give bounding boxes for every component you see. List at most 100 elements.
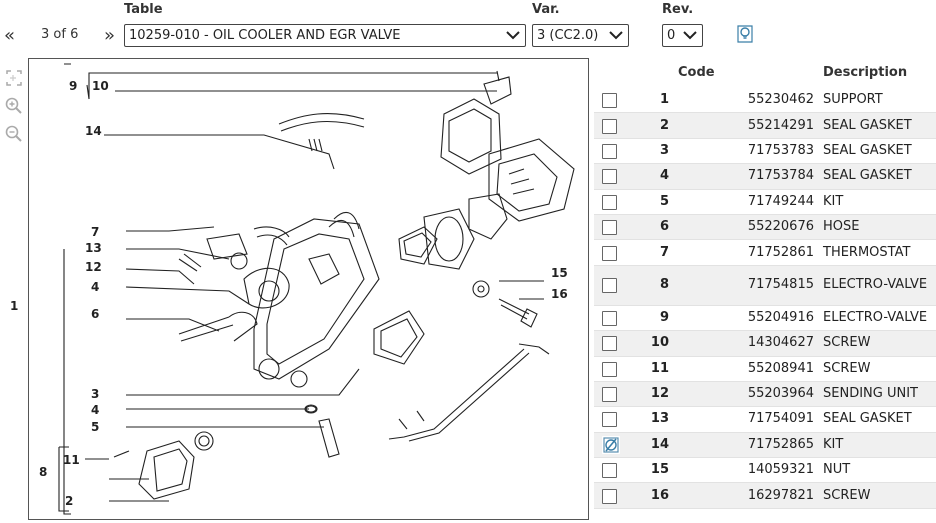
table-row[interactable]: 5 71749244 KIT [594, 190, 936, 215]
first-page-button[interactable]: « [4, 25, 16, 46]
part-number: 2 [659, 117, 669, 133]
part-description: SENDING UNIT [823, 386, 918, 402]
part-description: NUT [823, 462, 851, 478]
page-position: 3 of 6 [41, 27, 79, 42]
callout-2[interactable]: 2 [65, 494, 74, 508]
part-number: 9 [659, 309, 669, 325]
callout-15[interactable]: 15 [551, 266, 568, 280]
row-checkbox[interactable] [602, 412, 617, 428]
parts-table-header: Code Description [594, 62, 936, 88]
row-checkbox[interactable] [602, 488, 617, 504]
zoom-in-icon[interactable] [4, 96, 24, 116]
row-checkbox[interactable] [602, 361, 617, 377]
callout-3[interactable]: 3 [91, 387, 100, 401]
callout-4-bottom[interactable]: 4 [91, 403, 100, 417]
table-row[interactable]: 2 55214291 SEAL GASKET [594, 113, 936, 139]
row-checkbox[interactable] [602, 169, 617, 185]
callout-7[interactable]: 7 [91, 225, 100, 239]
row-checkbox[interactable] [602, 278, 617, 294]
part-description: THERMOSTAT [823, 244, 911, 260]
chevron-down-icon [683, 31, 697, 40]
callout-9[interactable]: 9 [69, 79, 78, 93]
table-row[interactable]: 9 55204916 ELECTRO-VALVE [594, 306, 936, 332]
row-checkbox[interactable] [602, 194, 617, 210]
part-code: 71753784 [747, 168, 814, 184]
part-number: 1 [659, 92, 669, 108]
callout-6[interactable]: 6 [91, 307, 100, 321]
var-select-value: 3 (CC2.0) [537, 28, 599, 43]
exploded-diagram[interactable]: 9 10 14 7 13 12 4 6 1 3 4 5 15 16 11 8 2 [10, 58, 589, 520]
callout-14[interactable]: 14 [85, 124, 102, 138]
callout-12[interactable]: 12 [85, 260, 102, 274]
part-number: 5 [659, 193, 669, 209]
row-checkbox[interactable] [602, 387, 617, 403]
callout-4-top[interactable]: 4 [91, 280, 100, 294]
chevron-down-icon [506, 31, 520, 40]
row-checkbox[interactable] [602, 245, 617, 261]
hint-bulb-icon[interactable] [734, 23, 756, 45]
part-code: 55230462 [747, 92, 814, 108]
callout-5[interactable]: 5 [91, 420, 100, 434]
table-select-value: 10259-010 - OIL COOLER AND EGR VALVE [129, 28, 401, 43]
callout-8[interactable]: 8 [39, 465, 48, 479]
row-checkbox[interactable] [602, 463, 617, 479]
part-description: SCREW [823, 360, 871, 376]
table-row[interactable]: 8 71754815 ELECTRO-VALVE [594, 265, 936, 306]
part-number: 16 [650, 487, 669, 503]
part-description: KIT [823, 193, 844, 209]
table-label: Table [124, 2, 163, 17]
part-number: 7 [659, 244, 669, 260]
table-row[interactable]: 7 71752861 THERMOSTAT [594, 240, 936, 266]
part-description: SEAL GASKET [823, 142, 912, 158]
next-page-button[interactable]: » [104, 25, 116, 46]
part-number: 14 [650, 436, 669, 452]
callout-13[interactable]: 13 [85, 241, 102, 255]
part-description: SEAL GASKET [823, 117, 912, 133]
part-code: 71752865 [747, 436, 814, 452]
part-code: 71749244 [747, 193, 814, 209]
table-select[interactable]: 10259-010 - OIL COOLER AND EGR VALVE [124, 24, 526, 47]
part-description: HOSE [823, 219, 860, 235]
var-select[interactable]: 3 (CC2.0) [532, 24, 629, 47]
callout-10[interactable]: 10 [92, 79, 109, 93]
rev-select[interactable]: 0 [662, 24, 703, 47]
callout-11[interactable]: 11 [63, 453, 80, 467]
callout-1[interactable]: 1 [10, 299, 19, 313]
part-description: SCREW [823, 335, 871, 351]
row-checkbox[interactable] [602, 220, 617, 236]
row-checkbox[interactable] [602, 143, 617, 159]
part-code: 55208941 [747, 360, 814, 376]
part-code: 71754815 [747, 277, 814, 293]
table-row[interactable]: 10 14304627 SCREW [594, 331, 936, 357]
row-checkbox[interactable] [602, 310, 617, 326]
part-code: 55214291 [747, 117, 814, 133]
part-code: 71752861 [747, 244, 814, 260]
row-checkbox[interactable] [602, 93, 617, 109]
callout-16[interactable]: 16 [551, 287, 568, 301]
zoom-out-icon[interactable] [4, 124, 24, 144]
part-code: 14304627 [747, 335, 814, 351]
part-code: 55204916 [747, 309, 814, 325]
part-description: ELECTRO-VALVE [823, 309, 928, 325]
rev-select-value: 0 [667, 28, 676, 43]
table-row[interactable]: 14 71752865 KIT [594, 432, 936, 459]
row-checkbox[interactable] [602, 336, 617, 352]
part-code: 71754091 [747, 411, 814, 427]
part-description: KIT [823, 436, 844, 452]
part-number: 10 [650, 335, 669, 351]
fit-screen-icon[interactable] [4, 68, 24, 88]
part-number: 6 [659, 219, 669, 235]
row-checkbox[interactable] [602, 118, 617, 134]
part-number: 8 [659, 277, 669, 293]
part-number: 12 [650, 386, 669, 402]
part-description: ELECTRO-VALVE [823, 277, 928, 293]
